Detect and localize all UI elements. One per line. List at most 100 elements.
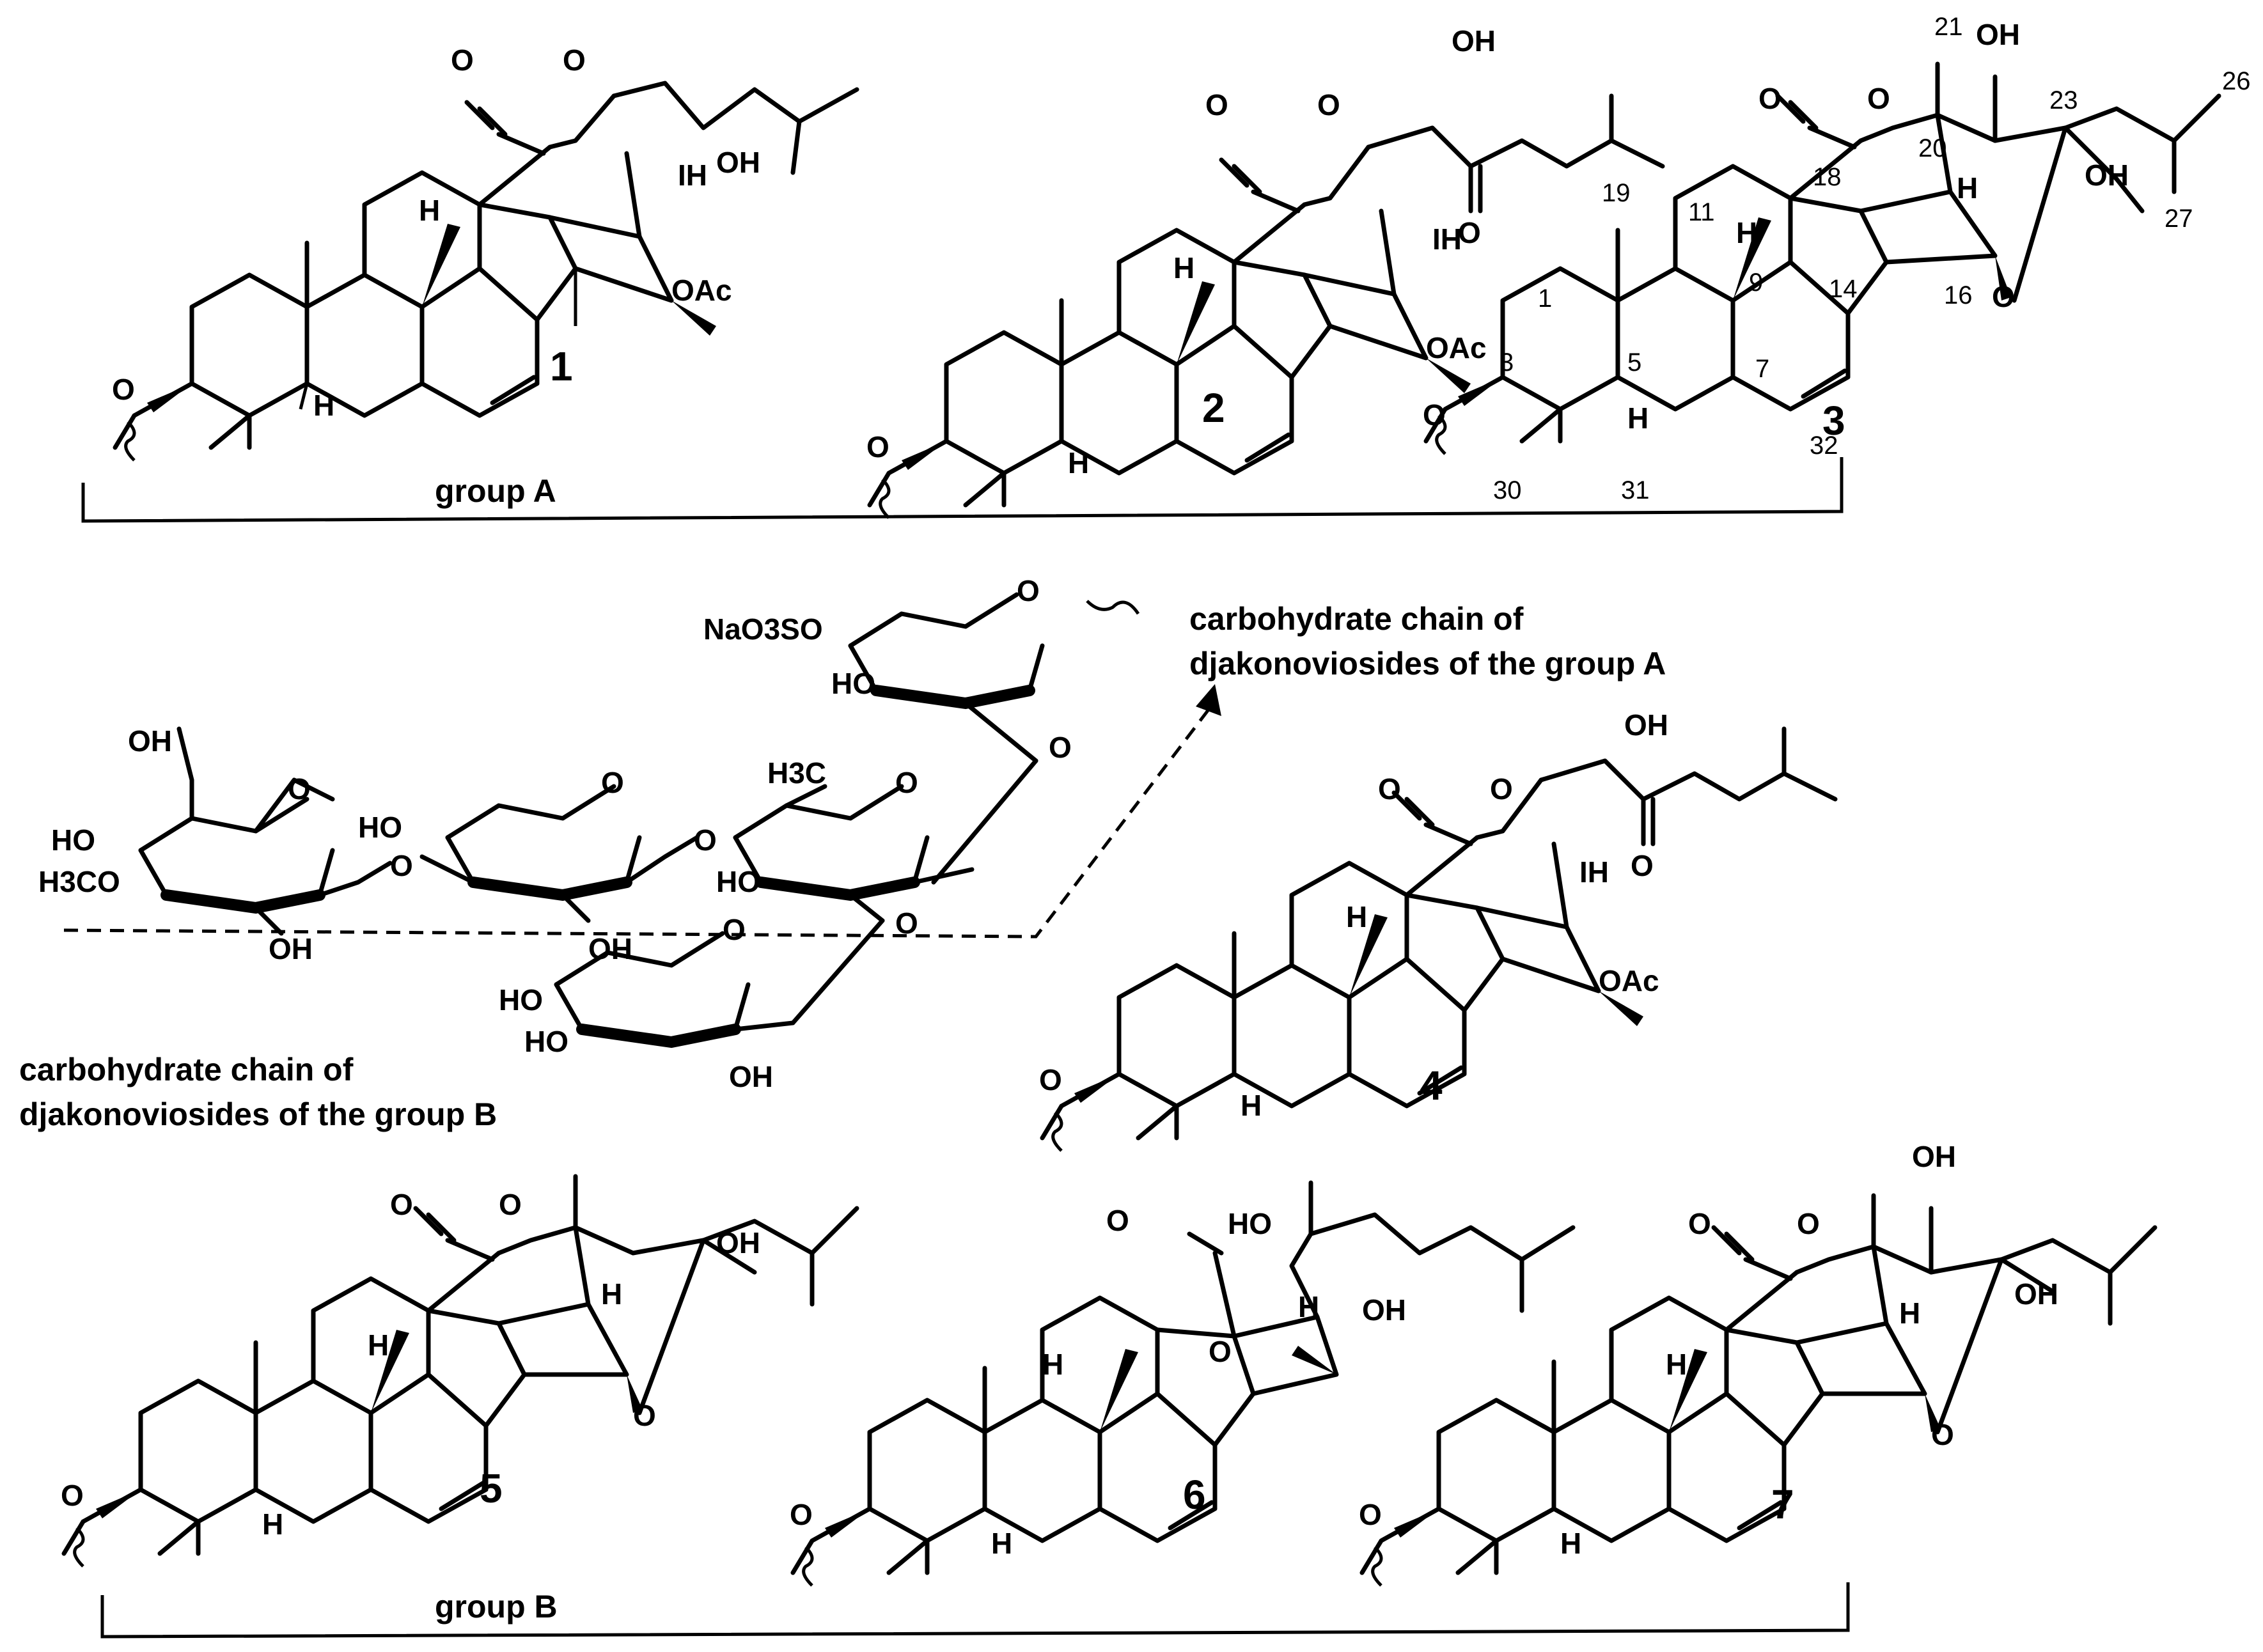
sugar1-ho: HO (51, 823, 95, 857)
compound-3-num-16: 16 (1944, 281, 1973, 309)
compound-3-lactone-o: O (1758, 82, 1781, 115)
compound-6-structure (790, 1180, 1576, 1587)
compound-4-ih: IH (1579, 855, 1609, 889)
compound-1-lactone-o: O (451, 43, 474, 77)
compound-4-oh: OH (1624, 708, 1668, 742)
glycosidic-o-1: O (390, 849, 413, 882)
compound-6-oh: OH (1362, 1293, 1406, 1327)
glycosidic-o-3: O (895, 907, 918, 940)
compound-4-lactone-o: O (1378, 772, 1401, 806)
sugar5-ho-3: HO (524, 1025, 568, 1058)
compound-1-ring-o: O (563, 43, 586, 77)
sugar5-ho-4: HO (499, 983, 543, 1017)
compound-6-label: 6 (1183, 1472, 1206, 1518)
compound-3-num-32: 32 (1810, 432, 1838, 460)
compound-7-h9: H (1666, 1348, 1687, 1381)
compound-4-h5: H (1241, 1089, 1262, 1122)
compound-2-h9: H (1173, 251, 1194, 284)
compound-6-ketone-o: O (1106, 1204, 1129, 1237)
compound-1-oh: OH (716, 146, 760, 179)
compound-7-o3: O (1359, 1498, 1382, 1531)
compound-5-h9: H (368, 1329, 389, 1362)
glycosidic-o-4: O (1049, 731, 1072, 764)
compound-3-num-19: 19 (1602, 179, 1631, 207)
compound-3-num-9: 9 (1749, 269, 1763, 297)
compound-4-ring-o: O (1490, 772, 1513, 806)
compound-3-num-5: 5 (1627, 348, 1641, 377)
sugar3-ring-o: O (895, 766, 918, 799)
compound-6-h5: H (991, 1527, 1012, 1560)
compound-7-ring-o: O (1797, 1207, 1820, 1240)
compound-2-ih: IH (1432, 222, 1462, 256)
compound-5-oh: OH (716, 1226, 760, 1259)
compound-2-lactone-o: O (1205, 88, 1228, 121)
compound-5-lactone-o: O (390, 1188, 413, 1221)
caption-group-a-line1: carbohydrate chain of (1189, 601, 1524, 637)
compound-3-num-18: 18 (1813, 163, 1842, 191)
compound-3-num-20: 20 (1918, 134, 1947, 162)
compound-2-ketone-o: O (1458, 216, 1481, 249)
group-b-bracket (100, 1582, 1850, 1639)
compound-1-oac: OAc (671, 274, 732, 307)
compound-2-oh: OH (1452, 24, 1496, 58)
compound-1-o3: O (112, 373, 135, 406)
compound-3-num-23: 23 (2049, 86, 2078, 114)
carbohydrate-dashed-divider (63, 708, 1210, 939)
compound-5-ring-o-16: O (633, 1399, 656, 1432)
compound-4-label: 4 (1420, 1063, 1443, 1109)
compound-7-oh-22: OH (1912, 1140, 1956, 1173)
compound-2-o3: O (866, 430, 889, 464)
compound-3-num-11: 11 (1688, 198, 1715, 226)
sugar5-ring-o: O (723, 913, 746, 946)
compound-6-h9: H (1042, 1348, 1063, 1381)
compound-3-label: 3 (1822, 398, 1845, 444)
compound-2-h5: H (1068, 446, 1089, 479)
compound-3-num-14: 14 (1829, 275, 1858, 303)
compound-5-label: 5 (480, 1465, 503, 1511)
compound-1-h5: H (313, 389, 334, 422)
compound-7-lactone-o: O (1688, 1207, 1711, 1240)
compound-4-o3: O (1039, 1063, 1062, 1096)
compound-2-ring-o: O (1317, 88, 1340, 121)
compound-7-h17: H (1899, 1297, 1920, 1330)
group-a-bracket (81, 457, 1844, 523)
compound-3-num-7: 7 (1755, 355, 1769, 383)
caption-group-b-line1: carbohydrate chain of (19, 1052, 354, 1087)
caption-group-b-line2: djakonoviosides of the group B (19, 1096, 497, 1132)
compound-4-oac: OAc (1599, 964, 1659, 997)
sugar1-oh-2: OH (269, 932, 313, 965)
sugar2-oh: OH (588, 932, 632, 965)
compound-6-ho: HO (1228, 1207, 1272, 1240)
compound-6-o3: O (790, 1498, 813, 1531)
sugar4-sulfate: NaO3SO (703, 612, 823, 646)
compound-5-h5: H (262, 1508, 283, 1541)
compound-3-num-26: 26 (2222, 67, 2251, 95)
compound-7-structure (1359, 1193, 2157, 1587)
sugar3-methyl: H3C (767, 756, 826, 790)
compound-3-num-21: 21 (1934, 13, 1963, 41)
compound-7-oh-23: OH (2014, 1277, 2058, 1311)
glycosidic-o-2: O (694, 823, 717, 857)
compound-5-structure (61, 1174, 859, 1568)
compound-1-label: 1 (550, 343, 573, 389)
compound-3-num-27: 27 (2165, 205, 2193, 233)
caption-group-a-line2: djakonoviosides of the group A (1189, 646, 1666, 682)
compound-3-h17: H (1957, 171, 1978, 205)
sugar5-oh-2: OH (729, 1060, 773, 1093)
compound-3-h5: H (1627, 401, 1648, 435)
compound-7-label: 7 (1771, 1481, 1794, 1527)
compound-3-num-31: 31 (1621, 476, 1650, 504)
compound-6-ring-o: O (1209, 1335, 1232, 1368)
compound-2-oac: OAc (1426, 331, 1487, 364)
compound-3-ring-o: O (1867, 82, 1890, 115)
compound-5-h17: H (601, 1277, 622, 1311)
compound-3-oh-22: OH (1976, 18, 2020, 51)
compound-7-h5: H (1560, 1527, 1581, 1560)
compound-7-ring-o-16: O (1931, 1418, 1954, 1451)
compound-4-ketone-o: O (1631, 849, 1654, 882)
sugar4-ring-o: O (1017, 574, 1040, 607)
sugar4-ho: HO (831, 667, 875, 700)
compound-3-num-30: 30 (1493, 476, 1522, 504)
compound-3-oh-23: OH (2085, 159, 2129, 192)
sugar1-ring-o: O (288, 772, 311, 806)
